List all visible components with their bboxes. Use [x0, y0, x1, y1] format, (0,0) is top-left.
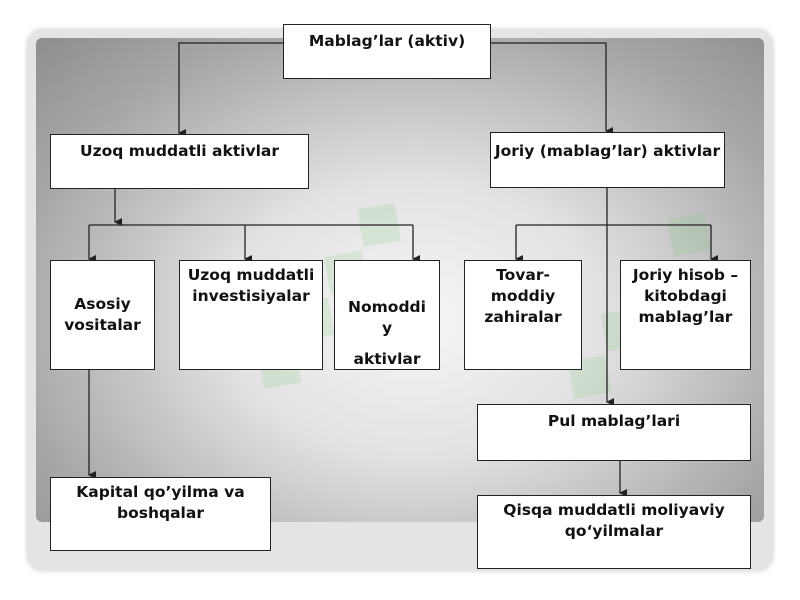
node-intangible-assets: Nomoddi y aktivlar [334, 260, 440, 370]
node-receivables: Joriy hisob – kitobdagi mablag’lar [620, 260, 751, 370]
connector-root-current [491, 42, 613, 135]
node-root: Mablag’lar (aktiv) [283, 24, 491, 79]
node-inventory: Tovar-moddiy zahiralar [464, 260, 582, 370]
connector-root-long-term [178, 42, 283, 137]
node-cash: Pul mablag’lari [477, 404, 751, 461]
node-fixed-assets-label: Asosiy vositalar [64, 295, 141, 334]
node-long-term-investments: Uzoq muddatli investisiyalar [179, 260, 323, 370]
node-long-term-assets: Uzoq muddatli aktivlar [50, 134, 309, 189]
node-intangible-line1: Nomoddi [348, 298, 426, 316]
node-short-term-investments: Qisqa muddatli moliyaviy qo‘yilmalar [477, 495, 751, 569]
node-fixed-assets: Asosiy vositalar [50, 260, 155, 370]
node-intangible-line3: aktivlar [353, 350, 421, 368]
node-capital-investments: Kapital qo’yilma va boshqalar [50, 477, 271, 551]
node-intangible-line2: y [381, 319, 393, 337]
node-current-assets: Joriy (mablag’lar) aktivlar [490, 132, 725, 188]
